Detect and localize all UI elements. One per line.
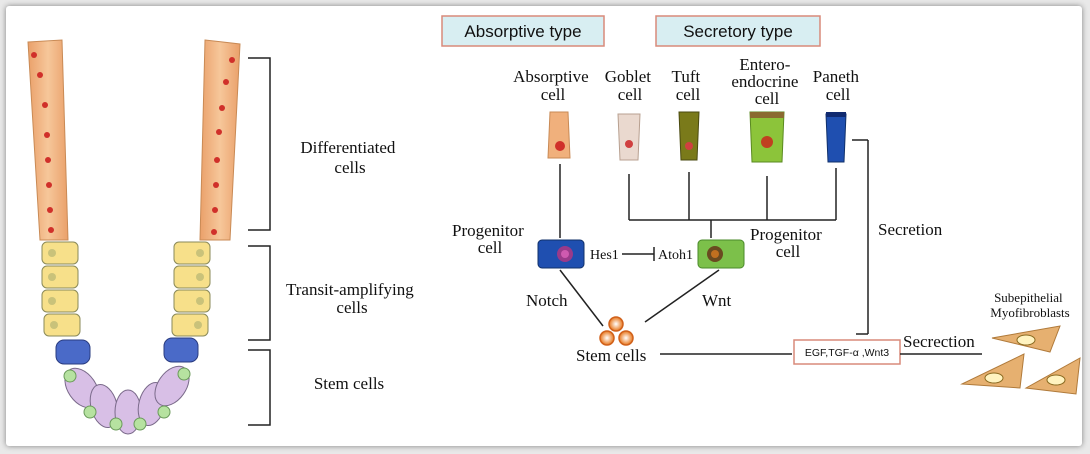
bracket-stem — [248, 349, 271, 426]
transit-nuclei-right — [194, 249, 204, 329]
bracket-differentiated — [248, 57, 271, 231]
label-progenitor-left: Progenitor cell — [452, 221, 528, 257]
absorptive-type-header: Absorptive type — [464, 22, 581, 41]
label-absorptive-cell: Absorptive cell — [513, 67, 593, 104]
label-paneth-cell: Paneth cell — [813, 67, 864, 104]
label-progenitor-right: Progenitor cell — [750, 225, 826, 261]
transit-nuclei-left — [48, 249, 58, 329]
lineage-lines — [559, 139, 869, 335]
label-atoh1: Atoh1 — [658, 248, 693, 263]
crypt-stem-cells — [64, 365, 190, 435]
crypt-paneth-right — [163, 337, 199, 363]
signal-lines — [559, 269, 792, 355]
villus-right — [199, 39, 241, 241]
label-wnt: Wnt — [702, 291, 732, 310]
factors-box — [793, 339, 901, 365]
label-tuft-cell: Tuft cell — [672, 67, 705, 104]
transit-cells-right — [171, 241, 211, 337]
villus-nuclei-left — [31, 52, 54, 233]
enteroendocrine-cell — [749, 111, 785, 163]
label-secrection: Secrection — [903, 332, 975, 351]
crypt-paneth-left — [55, 339, 91, 365]
label-secretion: Secretion — [878, 220, 943, 239]
hes1-inhibits-atoh1 — [622, 247, 655, 261]
transit-cells-left — [41, 241, 81, 337]
paneth-cell — [825, 112, 847, 163]
label-goblet-cell: Goblet cell — [605, 67, 656, 104]
bracket-transit — [248, 245, 271, 341]
label-stem-cells-region: Stem cells — [314, 374, 384, 393]
label-factors: EGF,TGF-α ,Wnt3 — [805, 347, 889, 359]
crypt-cbc-cells — [63, 367, 191, 431]
secretory-type-header: Secretory type — [683, 22, 793, 41]
absorptive-type-header-box — [441, 15, 605, 47]
villus-nuclei-right — [211, 57, 235, 235]
label-differentiated: Differentiated cells — [300, 138, 399, 177]
label-transit-amplifying: Transit-amplifying cells — [286, 280, 418, 317]
secretory-type-header-box — [655, 15, 821, 47]
label-enteroendocrine-cell: Entero- endocrine cell — [731, 55, 802, 108]
label-hes1: Hes1 — [590, 248, 619, 263]
region-brackets — [248, 57, 271, 426]
label-myofibroblasts: Subepithelial Myofibroblasts — [990, 290, 1069, 320]
tuft-cell — [678, 111, 700, 161]
myofibroblast-cells — [960, 325, 1081, 395]
progenitor-cell-right — [697, 239, 745, 269]
label-notch: Notch — [526, 291, 568, 310]
crypt-illustration — [27, 39, 241, 435]
absorptive-cell — [547, 111, 571, 159]
goblet-cell — [617, 113, 641, 161]
stem-cell-cluster — [599, 316, 634, 346]
villus-left — [27, 39, 69, 241]
label-stem-cells: Stem cells — [576, 346, 646, 365]
progenitor-cell-left — [537, 239, 585, 269]
